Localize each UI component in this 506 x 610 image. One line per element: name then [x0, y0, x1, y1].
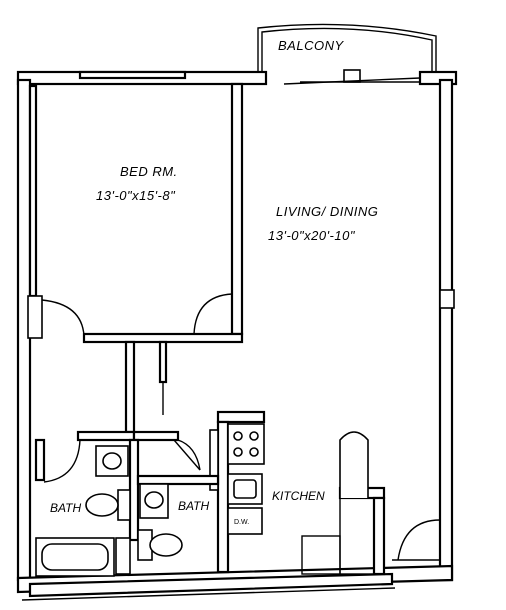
left-toilet-tank	[117, 489, 131, 521]
bath-left-label: BATH	[50, 501, 81, 515]
dishwasher	[227, 507, 263, 535]
living-dining-label: LIVING/ DINING	[276, 204, 378, 219]
right-wall-post	[439, 289, 455, 309]
bath-fixtures	[35, 445, 183, 577]
kitchen-appliances	[227, 423, 369, 535]
bath-right-door	[177, 439, 201, 471]
left-vanity	[95, 445, 129, 477]
balcony-outline	[257, 23, 437, 72]
range	[227, 423, 265, 465]
balcony-sliding-door	[283, 77, 421, 85]
refrigerator	[339, 431, 369, 498]
balcony-label: BALCONY	[278, 38, 344, 53]
left-toilet	[85, 493, 119, 517]
left-wall-post	[27, 295, 43, 339]
exterior-walls	[16, 69, 458, 601]
bedroom-window	[78, 70, 187, 80]
living-dining-dimensions: 13'-0"x20'-10"	[268, 228, 356, 243]
bedroom-door	[193, 293, 233, 335]
kitchen-label: KITCHEN	[272, 489, 325, 503]
bedroom-closet-door	[41, 299, 85, 337]
bedroom-dimensions: 13'-0"x15'-8"	[96, 188, 176, 203]
bedroom-label: BED RM.	[120, 164, 178, 179]
bath-left-door	[43, 439, 81, 483]
bath-right-label: BATH	[178, 499, 209, 513]
entry-door	[397, 519, 441, 561]
dishwasher-label: D.W.	[234, 519, 249, 526]
interior-walls	[34, 82, 386, 576]
doors	[41, 293, 441, 561]
right-toilet	[149, 533, 183, 557]
